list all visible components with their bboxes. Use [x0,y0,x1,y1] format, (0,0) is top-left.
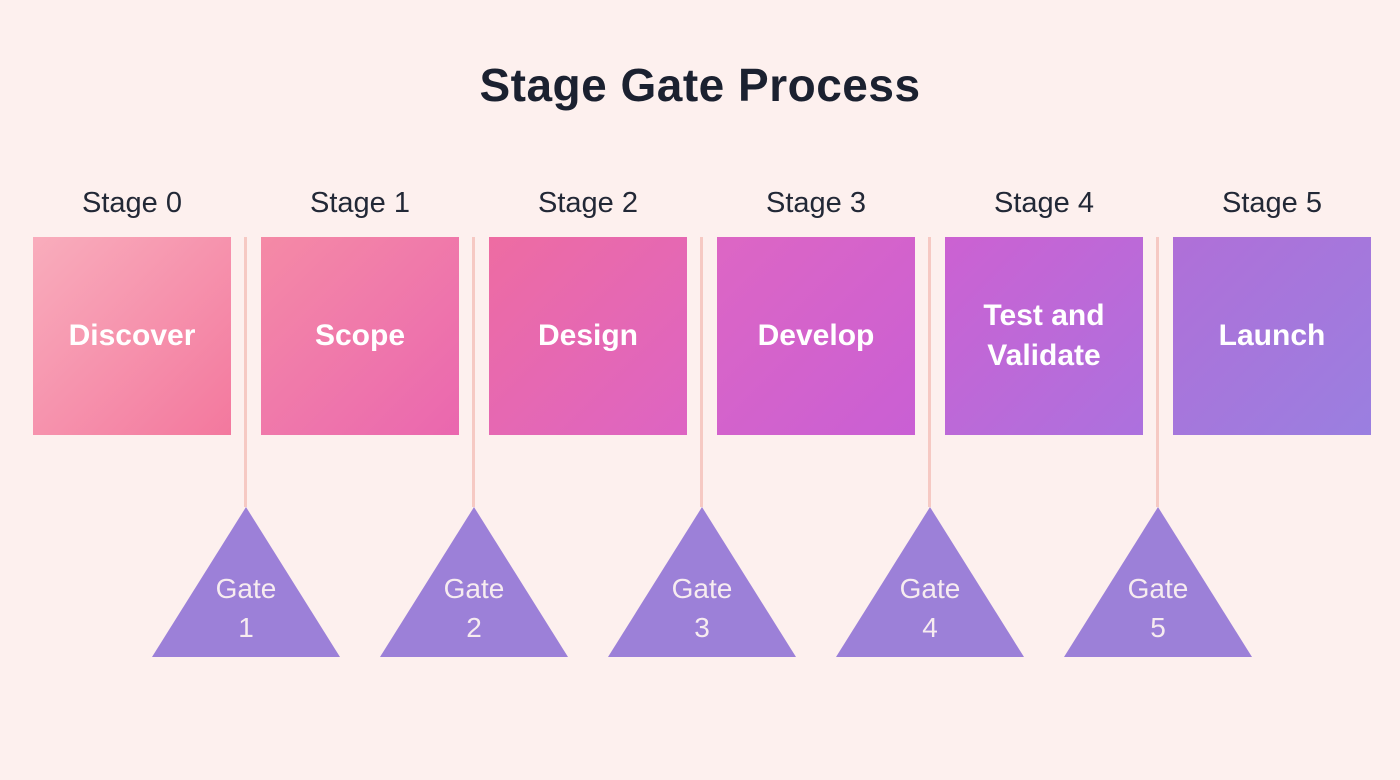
stage-column-2: Stage 2 Design [489,183,687,435]
gate-triangle-4: Gate 4 [836,507,1024,657]
stage-label-4: Stage 4 [994,187,1094,219]
stage-column-1: Stage 1 Scope [261,183,459,435]
stage-box-label-0: Discover [68,318,196,352]
gate-label-4: Gate [899,573,961,604]
gate-triangle-1: Gate 1 [152,507,340,657]
gate-number-1: 1 [238,612,254,643]
gate-label-3: Gate [671,573,733,604]
stage-label-5: Stage 5 [1222,187,1322,219]
stage-box-label-2: Design [537,318,639,352]
gate-label-2: Gate [443,573,505,604]
stage-box-test-and-validate: Test and Validate [945,237,1143,435]
stage-box-design: Design [489,237,687,435]
stage-box-label-5: Launch [1218,318,1326,352]
stage-label-0: Stage 0 [82,187,182,219]
stage-box-launch: Launch [1173,237,1371,435]
connector-line-2 [472,237,475,507]
stage-label-3: Stage 3 [766,187,866,219]
gate-triangle-3: Gate 3 [608,507,796,657]
stage-box-label-1: Scope [314,318,406,352]
stage-label-2: Stage 2 [538,187,638,219]
page-title: Stage Gate Process [479,59,921,111]
stage-label-1: Stage 1 [310,187,410,219]
gate-triangle-5: Gate 5 [1064,507,1252,657]
connector-line-1 [244,237,247,507]
connector-line-3 [700,237,703,507]
stage-box-scope: Scope [261,237,459,435]
gate-label-5: Gate [1127,573,1189,604]
gate-triangle-2: Gate 2 [380,507,568,657]
stage-column-4: Stage 4 Test and Validate [945,183,1143,435]
stage-box-label-3: Develop [757,318,875,352]
connector-line-5 [1156,237,1159,507]
stage-box-develop: Develop [717,237,915,435]
gate-number-5: 5 [1150,612,1166,643]
connector-line-4 [928,237,931,507]
stage-box-discover: Discover [33,237,231,435]
gate-label-1: Gate [215,573,277,604]
gate-number-3: 3 [694,612,710,643]
gate-number-2: 2 [466,612,482,643]
stage-column-0: Stage 0 Discover [33,183,231,435]
stage-column-5: Stage 5 Launch [1173,183,1371,435]
stage-column-3: Stage 3 Develop [717,183,915,435]
stage-box-label-4: Test and Validate [983,298,1105,373]
gate-number-4: 4 [922,612,938,643]
